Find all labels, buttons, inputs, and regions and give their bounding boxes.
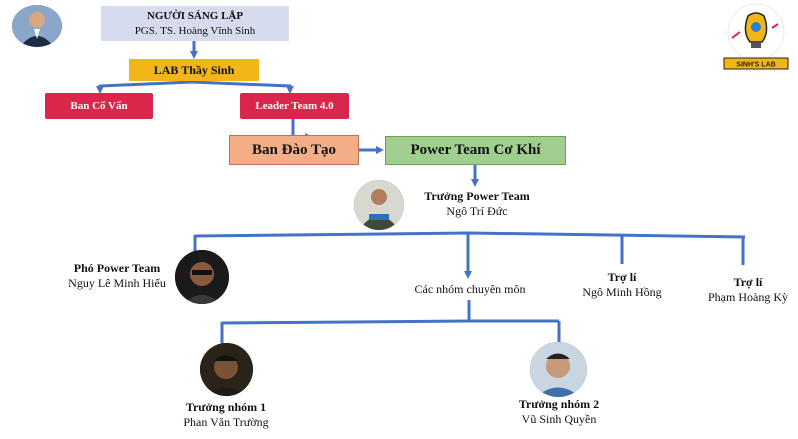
founder-name: PGS. TS. Hoàng Vĩnh Sinh	[134, 24, 256, 37]
groups-label-wrap: Các nhóm chuyên môn	[405, 282, 535, 297]
groups-label: Các nhóm chuyên môn	[414, 282, 526, 296]
deputy-avatar	[175, 250, 229, 304]
leader-team-label: Leader Team 4.0	[255, 100, 334, 112]
person-photo-icon	[175, 250, 229, 304]
head-role: Trưởng Power Team	[424, 189, 530, 203]
deputy-name: Nguy Lê Minh Hiếu	[68, 276, 166, 290]
group-bus	[221, 319, 559, 325]
deputy-role: Phó Power Team	[73, 261, 161, 275]
assistant1-label: Trợ lí Ngô Minh Hồng	[570, 270, 674, 300]
group-lead2-role: Trưởng nhóm 2	[518, 397, 600, 411]
training-label: Ban Đào Tạo	[252, 141, 336, 158]
group-lead1-label: Trưởng nhóm 1 Phan Văn Trường	[166, 400, 286, 430]
head-label: Trưởng Power Team Ngô Trí Đức	[412, 189, 542, 219]
training-box: Ban Đào Tạo	[229, 135, 359, 165]
assistant1-name: Ngô Minh Hồng	[582, 285, 662, 299]
arrow-lab-leader	[191, 80, 294, 94]
lab-label: LAB Thầy Sinh	[153, 62, 235, 77]
person-photo-icon	[530, 342, 587, 397]
group-lead1-avatar	[200, 343, 253, 396]
logo-banner: SINH'S LAB	[736, 62, 775, 69]
advisors-box: Ban Cố Vấn	[45, 93, 153, 119]
group-lead1-role: Trưởng nhóm 1	[185, 400, 267, 414]
lab-logo-icon: SINH'S LAB	[723, 3, 789, 70]
head-avatar	[354, 180, 404, 230]
group-lead2-label: Trưởng nhóm 2 Vũ Sinh Quyền	[500, 397, 618, 427]
person-photo-icon	[12, 5, 62, 47]
assistant2-name: Phạm Hoàng Kỳ	[708, 290, 788, 304]
lab-logo: SINH'S LAB	[718, 2, 794, 72]
founder-avatar	[12, 5, 62, 47]
power-team-label: Power Team Cơ Khí	[410, 142, 541, 158]
arrow-lab-advisors	[96, 80, 193, 94]
person-photo-icon	[354, 180, 404, 230]
person-photo-icon	[200, 343, 253, 396]
advisors-label: Ban Cố Vấn	[70, 100, 128, 112]
founder-title: NGƯỜI SÁNG LẬP	[146, 9, 244, 22]
group-lead2-name: Vũ Sinh Quyền	[521, 412, 597, 426]
deputy-label: Phó Power Team Nguy Lê Minh Hiếu	[58, 261, 176, 291]
leader-team-box: Leader Team 4.0	[240, 93, 349, 119]
assistant2-role: Trợ lí	[733, 275, 763, 289]
group-lead1-name: Phan Văn Trường	[183, 415, 269, 429]
head-name: Ngô Trí Đức	[446, 204, 508, 218]
bus-line	[194, 231, 746, 239]
group-lead2-avatar	[530, 342, 587, 397]
power-team-box: Power Team Cơ Khí	[385, 136, 566, 165]
lab-box: LAB Thầy Sinh	[129, 59, 259, 81]
founder-box: NGƯỜI SÁNG LẬP PGS. TS. Hoàng Vĩnh Sinh	[101, 6, 289, 41]
assistant1-role: Trợ lí	[607, 270, 637, 284]
assistant2-label: Trợ lí Phạm Hoàng Kỳ	[700, 275, 796, 305]
